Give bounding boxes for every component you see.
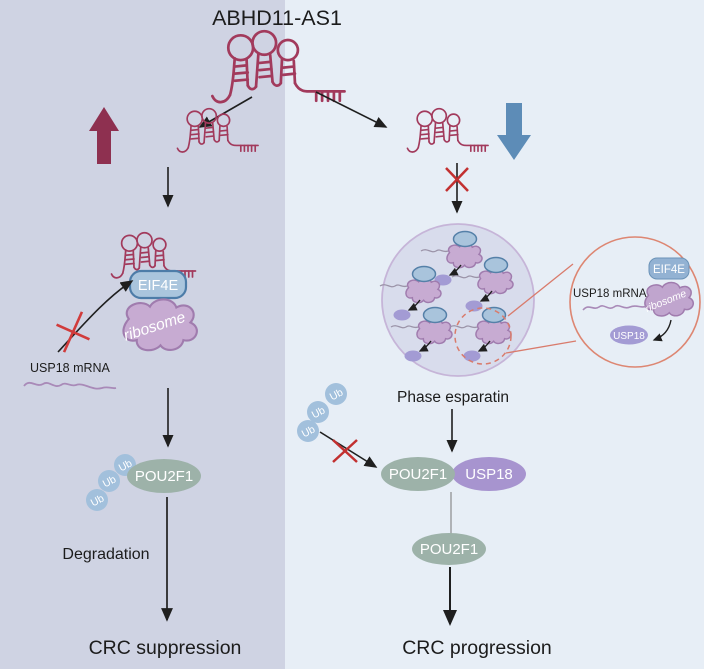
magnifier-line-top (507, 263, 574, 317)
phase-separation-label: Phase esparatin (397, 389, 509, 406)
ub-circle (307, 401, 329, 423)
pou2f1-usp18-complex: POU2F1 USP18 (381, 457, 526, 491)
ub-label: Ub (300, 423, 318, 440)
usp18-label-inset: USP18 (613, 331, 645, 342)
usp18-mrna-squiggle-inset (582, 304, 648, 311)
upregulation-arrow-icon (89, 107, 119, 164)
usp18-protein-inset (610, 325, 648, 345)
ub-circle (325, 383, 347, 405)
ub-label: Ub (101, 473, 119, 490)
pou2f1-free-label: POU2F1 (420, 541, 478, 558)
highlight-dashed-circle (454, 307, 512, 365)
usp18-protein (452, 457, 526, 491)
crc-suppression-label: CRC suppression (89, 637, 242, 659)
eif4e-label-inset: EIF4E (653, 264, 685, 276)
pou2f1-protein-right (381, 457, 455, 491)
pou2f1-label-left: POU2F1 (135, 468, 193, 485)
title-abhd11-as1: ABHD11-AS1 (212, 6, 342, 30)
downregulation-arrow-icon (497, 103, 531, 160)
magnifier-line-bottom (505, 340, 577, 354)
blocked-x-icon-mid (332, 439, 358, 463)
ub-label: Ub (328, 386, 346, 403)
usp18-mrna-label-inset: USP18 mRNA (573, 288, 647, 300)
arrow-mrna-to-ribosome (57, 280, 134, 353)
eif4e-protein-inset (648, 257, 690, 280)
pou2f1-protein-free (412, 533, 486, 565)
blocked-cross-icon (56, 311, 90, 353)
usp18-label: USP18 (465, 466, 513, 483)
pou2f1-label-right: POU2F1 (389, 466, 447, 483)
arrow-ribosome-to-usp18 (652, 319, 672, 342)
blocked-x-icon-top (445, 167, 469, 192)
magnified-inset: EIF4E ribosome USP18 mRNA USP18 (569, 236, 701, 368)
translation-complex-left: EIF4E ribosome (110, 231, 198, 352)
ub-circle (98, 470, 120, 492)
ubiquitinated-pou2f1: Ub Ub Ub POU2F1 (86, 454, 201, 511)
phase-separation-droplet (380, 223, 535, 377)
ub-circle (86, 489, 108, 511)
arrow-to-right-branch (315, 91, 388, 128)
crc-progression-label: CRC progression (402, 637, 552, 659)
usp18-mrna-squiggle-left (23, 381, 117, 390)
ub-label: Ub (310, 404, 328, 421)
ub-circle (297, 420, 319, 442)
stabilized-pou2f1: POU2F1 (412, 533, 486, 565)
pou2f1-protein-left (127, 459, 201, 493)
degradation-label: Degradation (62, 546, 149, 563)
arrow-to-left-branch (198, 96, 253, 128)
blocked-ubiquitination: Ub Ub Ub (297, 383, 378, 468)
eif4e-label: EIF4E (138, 278, 179, 294)
usp18-mrna-label-left: USP18 mRNA (30, 361, 111, 375)
ub-label: Ub (89, 492, 107, 509)
